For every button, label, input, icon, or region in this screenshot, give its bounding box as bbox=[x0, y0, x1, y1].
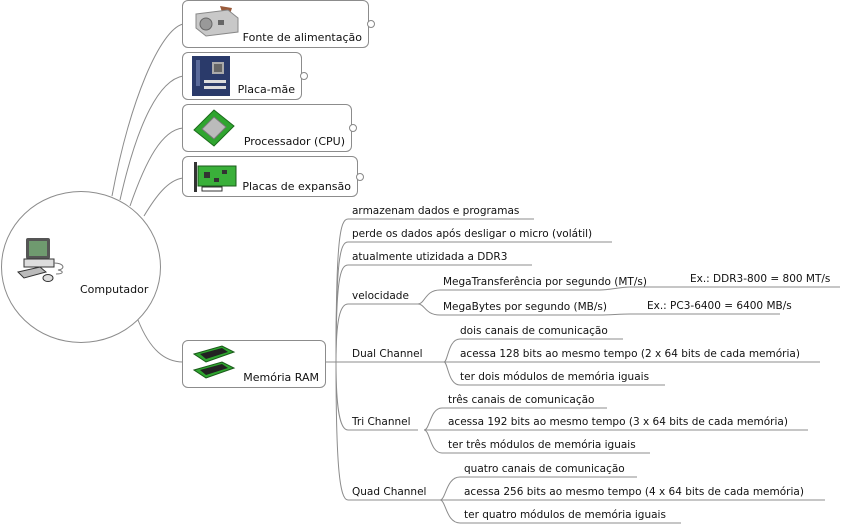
expansion-card-icon bbox=[192, 160, 238, 197]
link-root-fonte bbox=[111, 23, 184, 197]
channel-label: Quad Channel bbox=[352, 486, 427, 498]
node-label: Placa-mãe bbox=[237, 83, 295, 96]
speed-example: Ex.: DDR3-800 = 800 MT/s bbox=[690, 273, 831, 285]
channel-item: ter três módulos de memória iguais bbox=[448, 439, 636, 451]
speed-item: MegaTransferência por segundo (MT/s) bbox=[443, 276, 647, 288]
motherboard-icon bbox=[192, 56, 232, 99]
collapse-toggle[interactable] bbox=[367, 20, 375, 28]
channel-item: três canais de comunicação bbox=[448, 394, 595, 406]
channel-item: ter quatro módulos de memória iguais bbox=[464, 509, 666, 521]
link-root-exp bbox=[143, 177, 184, 217]
collapse-toggle[interactable] bbox=[356, 173, 364, 181]
node-power-supply[interactable]: Fonte de alimentação bbox=[182, 0, 369, 48]
node-label: Placas de expansão bbox=[242, 180, 351, 193]
node-cpu[interactable]: Processador (CPU) bbox=[182, 104, 352, 152]
cpu-icon bbox=[192, 108, 236, 151]
channel-label: Dual Channel bbox=[352, 348, 423, 360]
channel-item: acessa 128 bits ao mesmo tempo (2 x 64 b… bbox=[460, 348, 800, 360]
node-label: Memória RAM bbox=[243, 371, 319, 384]
collapse-toggle[interactable] bbox=[300, 72, 308, 80]
channel-item: ter dois módulos de memória iguais bbox=[460, 371, 650, 383]
channel-label: Tri Channel bbox=[352, 416, 411, 428]
node-expansion-cards[interactable]: Placas de expansão bbox=[182, 156, 358, 197]
channel-item: acessa 256 bits ao mesmo tempo (4 x 64 b… bbox=[464, 486, 804, 498]
node-label: Processador (CPU) bbox=[243, 135, 345, 148]
speed-label: velocidade bbox=[352, 290, 409, 302]
channel-item: quatro canais de comunicação bbox=[464, 463, 625, 475]
root-label: Computador bbox=[80, 283, 149, 296]
channel-item: dois canais de comunicação bbox=[460, 325, 608, 337]
link-root-cpu bbox=[129, 127, 184, 207]
link-root-ram bbox=[137, 319, 184, 363]
node-motherboard[interactable]: Placa-mãe bbox=[182, 52, 302, 100]
node-label: Fonte de alimentação bbox=[242, 31, 362, 44]
ram-fact: atualmente utizidada a DDR3 bbox=[352, 251, 508, 263]
speed-item: MegaBytes por segundo (MB/s) bbox=[443, 301, 607, 313]
power-supply-icon bbox=[192, 4, 240, 41]
ram-icon bbox=[192, 344, 236, 387]
computer-icon bbox=[16, 236, 68, 289]
node-ram[interactable]: Memória RAM bbox=[182, 340, 326, 388]
collapse-toggle[interactable] bbox=[349, 124, 357, 132]
channel-item: acessa 192 bits ao mesmo tempo (3 x 64 b… bbox=[448, 416, 788, 428]
ram-fact: armazenam dados e programas bbox=[352, 205, 520, 217]
link-root-placa bbox=[119, 75, 184, 201]
speed-example: Ex.: PC3-6400 = 6400 MB/s bbox=[647, 300, 792, 312]
ram-fact: perde os dados após desligar o micro (vo… bbox=[352, 228, 593, 240]
